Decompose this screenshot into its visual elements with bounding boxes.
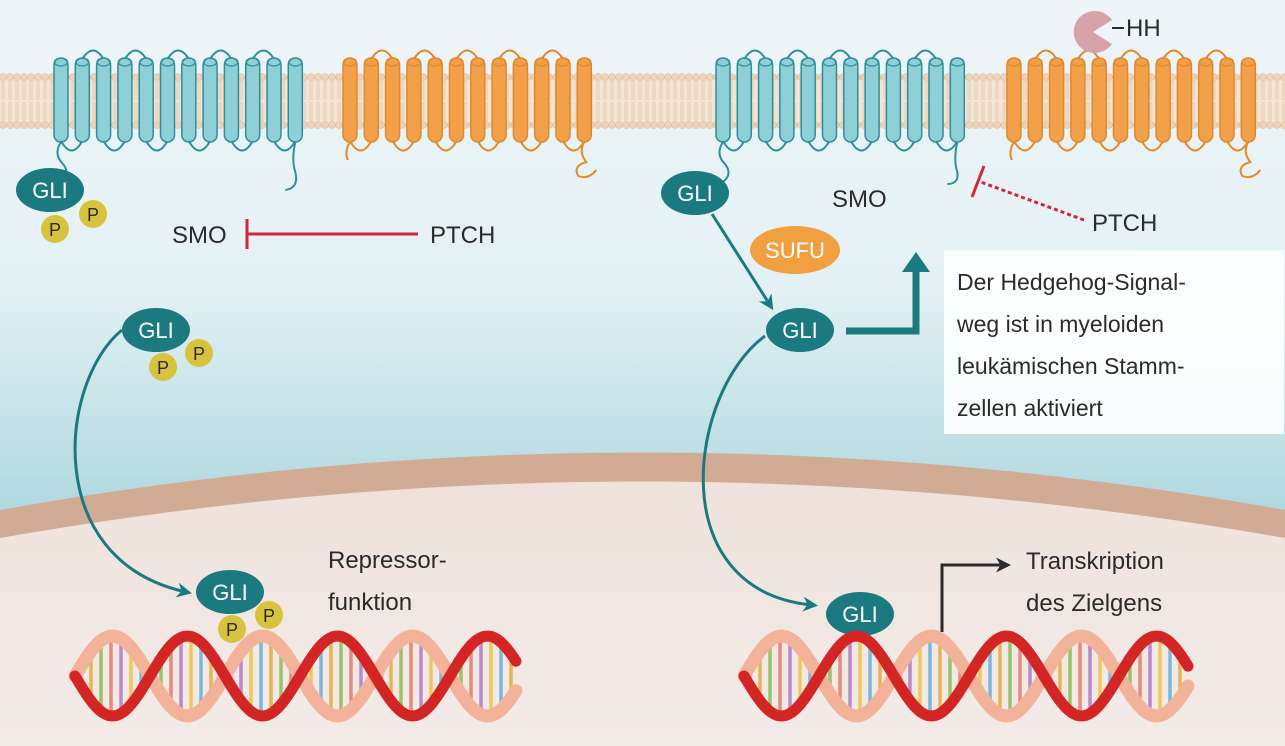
repressor-label-line2: funktion: [328, 589, 412, 616]
right-panel: HH GLI SMO PTCH SUFU GLI Der Hed: [661, 11, 1284, 723]
hh-ligand-shape: [1073, 11, 1112, 53]
phospho-label: P: [193, 344, 205, 364]
inhibition-bar-right: [970, 165, 986, 198]
info-box-line1: Der Hedgehog-Signal-: [957, 269, 1186, 295]
info-box-line3: leukämischen Stamm-: [957, 353, 1185, 379]
translocation-arrow-right: [701, 334, 818, 612]
gli-membrane-right: GLI: [661, 171, 729, 215]
activation-arrow-head: [902, 252, 930, 272]
transcription-label-line1: Transkription: [1026, 548, 1164, 575]
activation-arrow: [846, 268, 920, 335]
info-box-line2: weg ist in myeloiden: [956, 311, 1164, 337]
gli-label: GLI: [782, 318, 817, 343]
repressor-label-line1: Repressor-: [328, 547, 447, 574]
sufu-label: SUFU: [765, 238, 825, 263]
sufu-protein: SUFU: [750, 226, 840, 274]
gli-membrane-left: GLI P P: [16, 168, 107, 243]
left-panel: GLI P P SMO PTCH GLI P P GLI P: [16, 168, 523, 723]
phospho-label: P: [157, 358, 169, 378]
ptch-receptor-right: [1006, 49, 1262, 179]
smo-receptor-right: [715, 49, 966, 185]
inhibition-line-right: [977, 179, 1085, 222]
transcription-arrow: [940, 557, 1011, 632]
hh-ligand: HH: [1073, 11, 1161, 53]
gli-label: GLI: [212, 580, 247, 605]
phospho-label: P: [226, 620, 238, 640]
translocation-arrow-left: [73, 328, 192, 598]
transcription-label-line2: des Zielgens: [1026, 590, 1162, 617]
gli-cytoplasm-right: GLI: [766, 308, 834, 352]
smo-label-right: SMO: [832, 186, 887, 213]
dna-helix-left: [68, 629, 523, 723]
info-box-background: [944, 250, 1284, 434]
gli-label: GLI: [842, 602, 877, 627]
release-arrow: [710, 213, 774, 311]
phospho-label: P: [87, 205, 99, 225]
dna-helix-right: [737, 629, 1195, 723]
info-box-line4: zellen aktiviert: [957, 395, 1103, 421]
gli-label: GLI: [677, 181, 712, 206]
gli-nucleus-left: GLI P P: [196, 570, 283, 643]
gli-nucleus-right: GLI: [826, 592, 894, 636]
gli-cytoplasm-left: GLI P P: [122, 308, 213, 381]
phospho-label: P: [263, 606, 275, 626]
ptch-label-right: PTCH: [1092, 210, 1157, 237]
gli-label: GLI: [32, 178, 67, 203]
smo-label-left: SMO: [172, 222, 227, 249]
gli-label: GLI: [138, 318, 173, 343]
info-box: Der Hedgehog-Signal- weg ist in myeloide…: [944, 250, 1284, 434]
ptch-receptor-left: [342, 49, 598, 179]
smo-receptor-left: [53, 49, 304, 191]
ptch-label-left: PTCH: [430, 222, 495, 249]
hh-label: HH: [1126, 15, 1161, 42]
phospho-label: P: [49, 220, 61, 240]
